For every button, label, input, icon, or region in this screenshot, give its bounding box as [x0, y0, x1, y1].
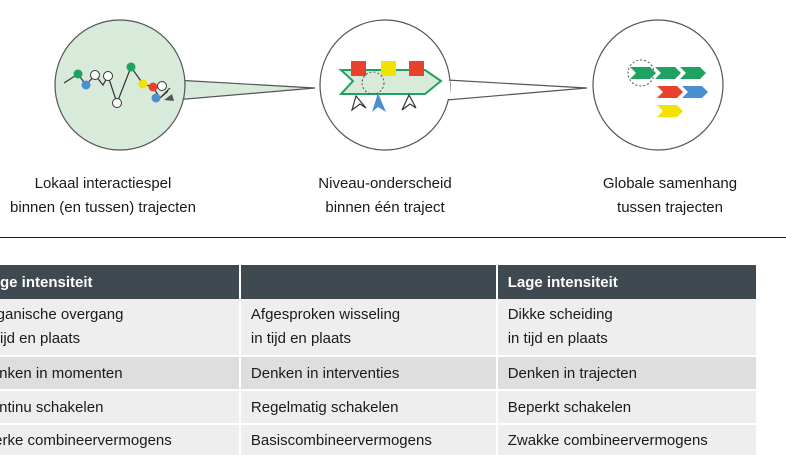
caption-local-interaction: Lokaal interactiespel binnen (en tussen)…: [10, 175, 196, 216]
global-coherence-circle: [592, 19, 724, 151]
table-cell: Regelmatig schakelen: [238, 389, 497, 424]
table-cell: Zwakke combineervermogens: [495, 423, 756, 455]
table-row: Organische overgangin tijd en plaats Afg…: [0, 299, 756, 356]
table-cell: Organische overgangin tijd en plaats: [0, 299, 240, 356]
header-high-intensity: Hoge intensiteit: [0, 265, 240, 299]
table-header-row: Hoge intensiteit Lage intensiteit: [0, 265, 756, 299]
table-cell: Sterke combineervermogens: [0, 423, 240, 455]
table-cell: Denken in interventies: [238, 355, 497, 390]
intensity-table: Hoge intensiteit Lage intensiteit Organi…: [0, 265, 756, 455]
table-row: Continu schakelen Regelmatig schakelen B…: [0, 389, 756, 424]
table-row: Sterke combineervermogens Basiscombineer…: [0, 423, 756, 455]
header-middle: [238, 265, 497, 299]
divider: [0, 237, 786, 238]
table-cell: Continu schakelen: [0, 389, 240, 424]
table-cell: Beperkt schakelen: [495, 389, 756, 424]
table-cell: Basiscombineervermogens: [238, 423, 497, 455]
local-interaction-circle: [54, 19, 316, 151]
diagram: [54, 19, 724, 151]
table-row: Denken in momenten Denken in interventie…: [0, 355, 756, 390]
table-cell: Denken in momenten: [0, 355, 240, 390]
table-cell: Denken in trajecten: [495, 355, 756, 390]
caption-global-coherence: Globale samenhang tussen trajecten: [602, 175, 738, 216]
level-distinction-circle: [319, 19, 588, 151]
header-low-intensity: Lage intensiteit: [495, 265, 756, 299]
caption-level-distinction: Niveau-onderscheid binnen één traject: [318, 175, 452, 216]
